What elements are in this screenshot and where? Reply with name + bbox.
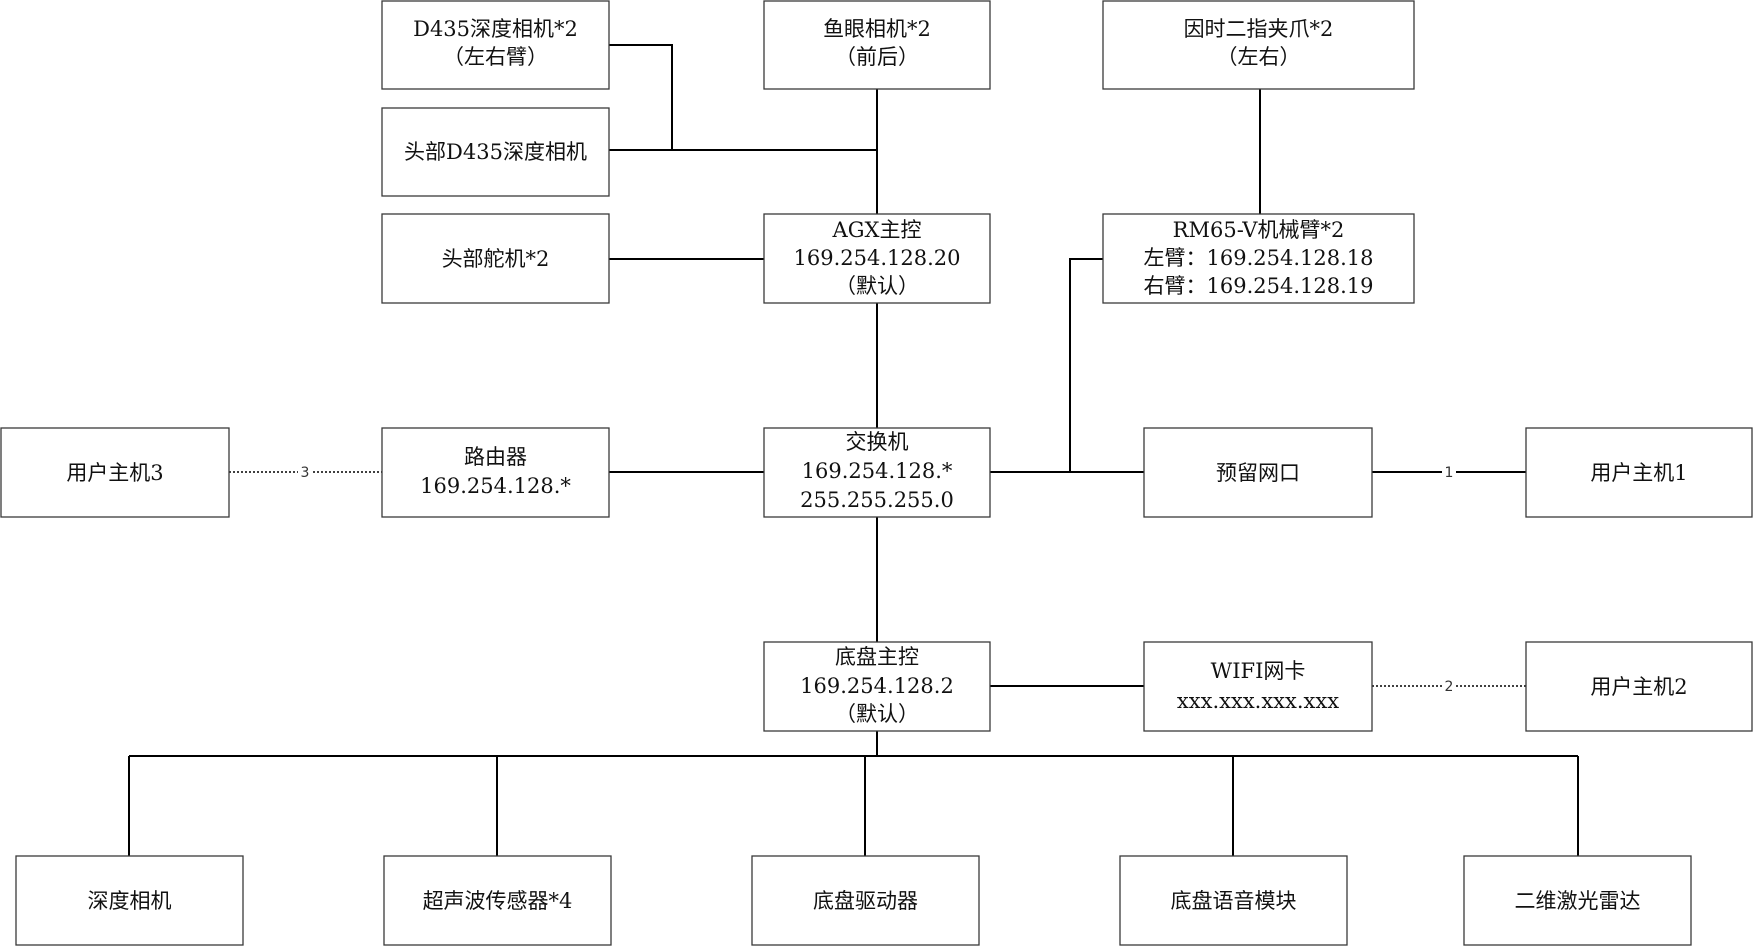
node-head-servos: 头部舵机*2: [381, 213, 610, 304]
node-line: xxx.xxx.xxx.xxx: [1177, 689, 1339, 713]
node-user-host-2: 用户主机2: [1525, 641, 1753, 732]
edge-label-bg-3: [298, 463, 312, 481]
node-line: （默认）: [835, 702, 919, 726]
node-chassis-controller: 底盘主控 169.254.128.2 （默认）: [763, 641, 991, 732]
node-line: D435深度相机*2: [413, 17, 578, 41]
node-line: 底盘主控: [835, 645, 919, 669]
node-reserved-port: 预留网口: [1143, 427, 1373, 518]
node-router: 路由器 169.254.128.*: [381, 427, 610, 518]
node-chassis-driver: 底盘驱动器: [751, 855, 980, 946]
node-line: 超声波传感器*4: [423, 889, 573, 913]
node-switch: 交换机 169.254.128.* 255.255.255.0: [763, 427, 991, 518]
node-line: 二维激光雷达: [1515, 889, 1641, 913]
node-wifi-card: WIFI网卡 xxx.xxx.xxx.xxx: [1143, 641, 1373, 732]
node-line: RM65-V机械臂*2: [1173, 218, 1345, 242]
edge-switch-to-arm: [1069, 258, 1103, 472]
edge-label-bg-2: [1442, 677, 1456, 695]
node-line: （左右臂）: [443, 45, 548, 69]
edge-label-bg-1: [1442, 463, 1456, 481]
node-ultrasonic-sensors: 超声波传感器*4: [383, 855, 612, 946]
node-depth-camera: 深度相机: [15, 855, 244, 946]
node-line: 169.254.128.2: [800, 674, 954, 698]
node-line: 用户主机3: [66, 461, 163, 485]
node-d435-arm-cameras: D435深度相机*2 （左右臂）: [381, 0, 610, 90]
node-2d-lidar: 二维激光雷达: [1463, 855, 1692, 946]
node-line: 因时二指夹爪*2: [1184, 17, 1334, 41]
node-line: 路由器: [464, 445, 527, 469]
node-line: （默认）: [835, 274, 919, 298]
node-line: 左臂：169.254.128.18: [1144, 246, 1374, 270]
node-line: 鱼眼相机*2: [823, 17, 931, 41]
node-agx-controller: AGX主控 169.254.128.20 （默认）: [763, 213, 991, 304]
node-line: 用户主机2: [1590, 675, 1687, 699]
node-line: 169.254.128.*: [802, 459, 953, 483]
node-line: 底盘语音模块: [1171, 889, 1297, 913]
edge-label-2: 2: [1445, 679, 1454, 695]
node-line: （左右）: [1217, 45, 1301, 69]
node-line: 用户主机1: [1590, 461, 1687, 485]
node-line: 169.254.128.*: [420, 474, 571, 498]
node-line: AGX主控: [832, 218, 922, 242]
node-line: 底盘驱动器: [813, 889, 918, 913]
node-line: 深度相机: [88, 889, 172, 913]
node-fisheye-cameras: 鱼眼相机*2 （前后）: [763, 0, 991, 90]
node-line: （前后）: [835, 45, 919, 69]
node-line: 169.254.128.20: [794, 246, 961, 270]
node-user-host-3: 用户主机3: [0, 427, 230, 518]
node-head-d435-camera: 头部D435深度相机: [381, 107, 610, 197]
node-robot-arms: RM65-V机械臂*2 左臂：169.254.128.18 右臂：169.254…: [1102, 213, 1415, 304]
node-line: 头部舵机*2: [442, 247, 550, 271]
edge-labels: 3 1 2: [298, 463, 1456, 695]
node-chassis-voice-module: 底盘语音模块: [1119, 855, 1348, 946]
node-line: 255.255.255.0: [800, 488, 954, 512]
node-user-host-1: 用户主机1: [1525, 427, 1753, 518]
node-line: 预留网口: [1216, 461, 1300, 485]
node-line: 右臂：169.254.128.19: [1144, 274, 1374, 298]
node-grippers: 因时二指夹爪*2 （左右）: [1102, 0, 1415, 90]
node-line: 头部D435深度相机: [404, 140, 587, 164]
node-line: WIFI网卡: [1211, 659, 1306, 683]
node-line: 交换机: [846, 430, 909, 454]
edge-label-1: 1: [1445, 465, 1454, 481]
edge-label-3: 3: [301, 465, 310, 481]
